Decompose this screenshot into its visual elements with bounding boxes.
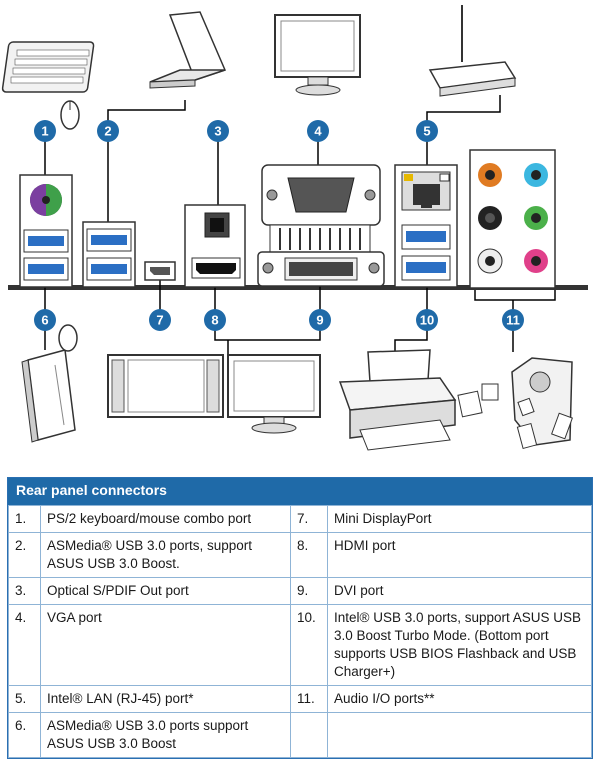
- table-row: 2.ASMedia® USB 3.0 ports, support ASUS U…: [8, 532, 592, 578]
- callout-badge-5: [416, 120, 438, 142]
- connector-description: Audio I/O ports**: [327, 685, 592, 713]
- connector-description: HDMI port: [327, 532, 592, 578]
- printer-icon: [338, 349, 457, 451]
- speakers-icon: [511, 357, 573, 450]
- camera-icon: [457, 383, 499, 418]
- callout-badge-2: [97, 120, 119, 142]
- callout-badge-1: [34, 120, 56, 142]
- table-row: 5.Intel® LAN (RJ-45) port*11.Audio I/O p…: [8, 685, 592, 713]
- callout-badge-10: [416, 309, 438, 331]
- connector-number: 3.: [8, 577, 41, 605]
- keyboard-icon: [1, 41, 95, 93]
- callout-number: 4: [314, 124, 322, 139]
- mouse-icon: [60, 100, 80, 130]
- connector-number: 10.: [290, 604, 328, 686]
- connector-number: [290, 712, 328, 758]
- connector-description: ASMedia® USB 3.0 ports, support ASUS USB…: [40, 532, 291, 578]
- ps2-usb-stack: [19, 174, 73, 288]
- callout-number: 11: [506, 313, 520, 328]
- connector-number: 4.: [8, 604, 41, 686]
- rear-panel-diagram: 1 2 3 4 5 6 7 8 9 10 11: [1, 5, 588, 451]
- callout-badge-11: [502, 309, 524, 331]
- connector-number: 9.: [290, 577, 328, 605]
- monitor-icon-2: [227, 354, 321, 434]
- callout-number: 9: [316, 313, 323, 328]
- connector-number: 7.: [290, 505, 328, 533]
- callout-number: 5: [423, 124, 430, 139]
- tv-monitor-icon: [107, 354, 224, 418]
- connector-description: Intel® USB 3.0 ports, support ASUS USB 3…: [327, 604, 592, 686]
- connector-number: 11.: [290, 685, 328, 713]
- callout-badge-8: [204, 309, 226, 331]
- vga-dvi-block: [257, 164, 385, 287]
- callout-badge-6: [34, 309, 56, 331]
- connector-number: 2.: [8, 532, 41, 578]
- callout-number: 7: [156, 313, 163, 328]
- connector-number: 6.: [8, 712, 41, 758]
- external-drive-icon: [21, 349, 76, 443]
- monitor-icon: [274, 14, 361, 96]
- optical-hdmi-block: [184, 204, 246, 288]
- callout-number: 2: [104, 124, 111, 139]
- callout-number: 8: [211, 313, 218, 328]
- router-icon: [428, 5, 517, 97]
- connector-description: Mini DisplayPort: [327, 505, 592, 533]
- connector-description: Optical S/PDIF Out port: [40, 577, 291, 605]
- usb-stack-2: [82, 221, 136, 288]
- callout-badge-4: [307, 120, 329, 142]
- callout-number: 3: [214, 124, 221, 139]
- rear-panel-table: Rear panel connectors 1.PS/2 keyboard/mo…: [7, 477, 593, 759]
- mouse-icon-2: [58, 324, 78, 352]
- connector-number: 8.: [290, 532, 328, 578]
- connector-number: 5.: [8, 685, 41, 713]
- connector-description: Intel® LAN (RJ-45) port*: [40, 685, 291, 713]
- callout-badge-9: [309, 309, 331, 331]
- mini-displayport: [144, 261, 176, 281]
- callout-number: 6: [41, 313, 48, 328]
- callout-badge-7: [149, 309, 171, 331]
- connector-description: ASMedia® USB 3.0 ports support ASUS USB …: [40, 712, 291, 758]
- panel-baseline: [8, 285, 588, 290]
- connector-description: VGA port: [40, 604, 291, 686]
- table-row: 6.ASMedia® USB 3.0 ports support ASUS US…: [8, 712, 592, 758]
- table-title: Rear panel connectors: [8, 478, 592, 505]
- connector-description: [327, 712, 592, 758]
- laptop-icon: [149, 11, 227, 89]
- connector-number: 1.: [8, 505, 41, 533]
- callout-number: 10: [420, 313, 434, 328]
- audio-ports: [469, 149, 556, 289]
- connector-description: DVI port: [327, 577, 592, 605]
- lan-usb-block: [394, 164, 458, 288]
- callout-number: 1: [41, 124, 48, 139]
- callout-badge-3: [207, 120, 229, 142]
- connector-description: PS/2 keyboard/mouse combo port: [40, 505, 291, 533]
